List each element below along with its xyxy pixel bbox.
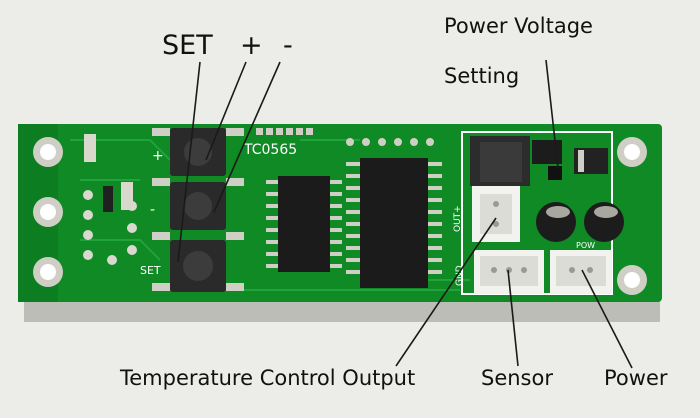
label-temperature-control-output: Temperature Control Output	[120, 366, 416, 390]
line-power	[581, 269, 633, 369]
line-power-voltage	[545, 59, 559, 169]
header-pins	[256, 128, 313, 135]
capacitors	[536, 202, 624, 242]
line-output	[395, 217, 497, 367]
silk-gnd: GND	[455, 265, 465, 286]
label-minus: -	[283, 30, 293, 61]
silk-plus: +	[152, 148, 164, 164]
label-power: Power	[604, 366, 668, 390]
large-ic	[346, 138, 442, 288]
label-sensor: Sensor	[481, 366, 553, 390]
voltage-regulator	[470, 136, 562, 186]
annotation-lines	[177, 59, 633, 369]
line-plus	[205, 61, 247, 161]
line-sensor	[507, 269, 519, 367]
label-setting: Setting	[444, 64, 520, 88]
label-plus: +	[240, 30, 263, 61]
output-connector	[472, 186, 520, 242]
line-set	[177, 61, 201, 263]
smd-components	[84, 134, 133, 212]
silk-pow: POW	[576, 241, 595, 250]
button-pads	[152, 128, 244, 291]
small-ic	[266, 176, 342, 272]
mounting-holes-right	[617, 137, 647, 295]
mounting-holes-left	[33, 137, 63, 287]
silk-out: OUT+	[453, 205, 463, 232]
tactile-buttons	[170, 128, 226, 292]
voltage-jumper	[548, 166, 562, 180]
line-minus	[213, 61, 281, 213]
silk-minus: -	[150, 202, 155, 218]
silk-set: SET	[140, 264, 161, 277]
power-connector	[550, 250, 612, 294]
label-set: SET	[162, 30, 213, 61]
silk-model: TC0565	[243, 142, 297, 158]
diode	[574, 148, 608, 174]
label-power-voltage: Power Voltage	[444, 14, 593, 38]
